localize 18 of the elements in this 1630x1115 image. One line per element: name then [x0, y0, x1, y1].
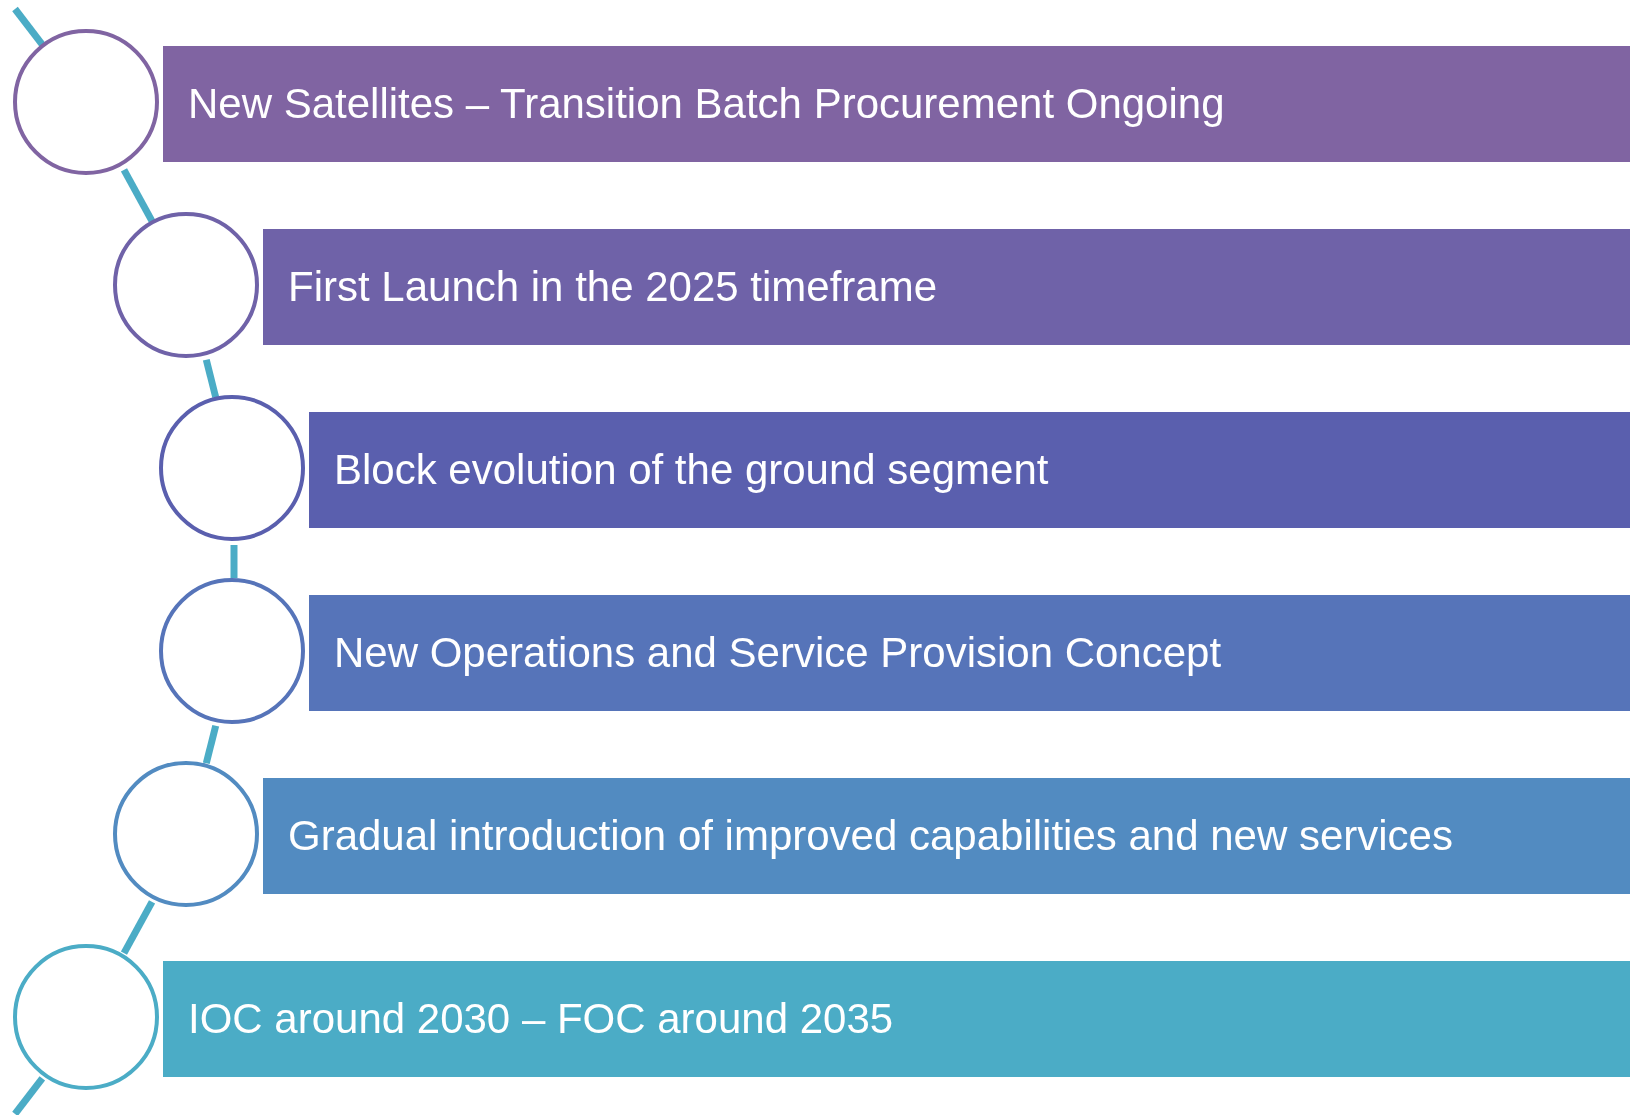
milestone-text: Gradual introduction of improved capabilities and new services: [288, 812, 1453, 860]
timeline-bar: [163, 46, 1630, 162]
timeline-bar: [309, 595, 1630, 711]
timeline-bar: [163, 961, 1630, 1077]
milestone-text: Block evolution of the ground segment: [334, 446, 1049, 494]
timeline-line: [202, 724, 220, 765]
timeline-line: [120, 900, 156, 955]
timeline-line: [12, 6, 46, 47]
timeline-line: [12, 1076, 46, 1115]
timeline-bar: [309, 412, 1630, 528]
milestone-text: First Launch in the 2025 timeframe: [288, 263, 937, 311]
timeline-line: [202, 358, 220, 399]
timeline-line: [120, 168, 156, 223]
milestone-text: New Satellites – Transition Batch Procurement Ongoing: [188, 80, 1225, 128]
timeline-bar: [263, 778, 1630, 894]
timeline-bar: [263, 229, 1630, 345]
milestone-text: New Operations and Service Provision Concept: [334, 629, 1222, 677]
milestone-text: IOC around 2030 – FOC around 2035: [188, 995, 894, 1043]
